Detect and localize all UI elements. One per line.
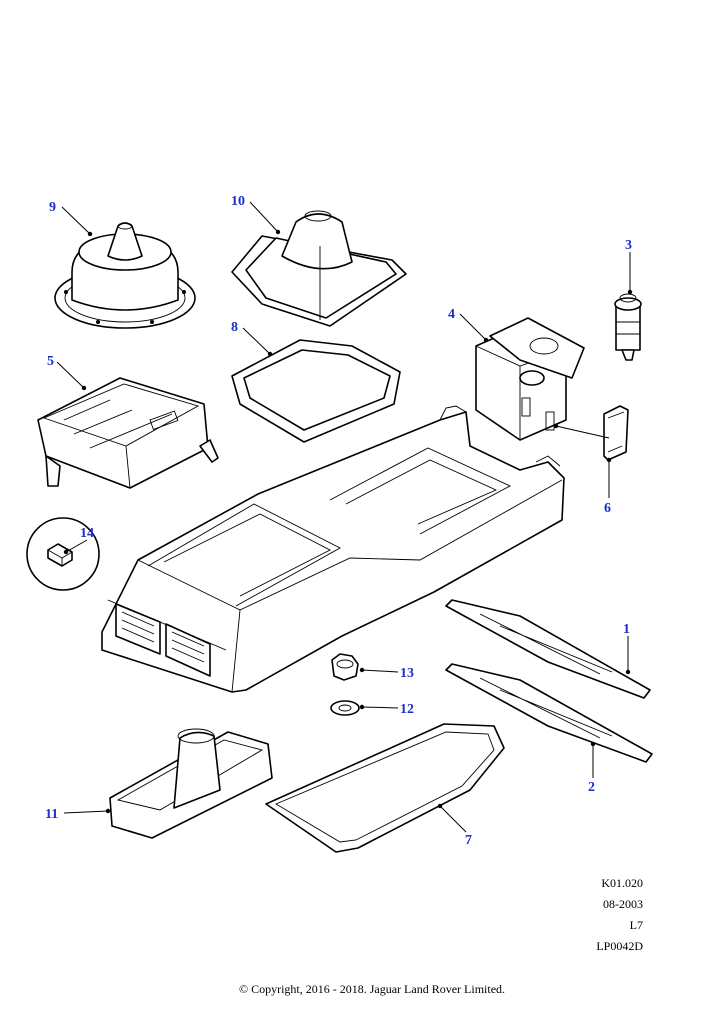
callout-14: 14	[80, 526, 94, 541]
callout-3: 3	[625, 238, 632, 253]
leader-lines	[56, 201, 633, 833]
part-9-gaiter	[54, 222, 196, 329]
ref-code: K01.020	[601, 876, 643, 890]
part-6-bracket	[603, 405, 629, 461]
part-10-shift-boot	[231, 210, 407, 327]
callouts: 9 10 3 4 8 5 6 14 1 13 12 2 11 7	[45, 194, 632, 848]
callout-1: 1	[623, 622, 630, 637]
part-2-trim-panel	[445, 663, 653, 763]
part-3-cigar-lighter	[614, 293, 642, 361]
part-5-indicator-panel	[37, 377, 219, 489]
callout-2: 2	[588, 780, 595, 795]
part-12-washer	[330, 700, 360, 716]
ref-illustration: LP0042D	[596, 939, 643, 953]
part-11-lever-surround	[109, 728, 273, 839]
part-8-seal	[231, 339, 401, 443]
part-1-trim-panel	[445, 599, 651, 699]
callout-9: 9	[49, 200, 56, 215]
ref-date: 08-2003	[603, 897, 643, 911]
part-4-storage-tray	[475, 317, 585, 441]
part-7-gasket	[265, 723, 505, 853]
callout-6: 6	[604, 501, 611, 516]
callout-5: 5	[47, 354, 54, 369]
callout-7: 7	[465, 833, 472, 848]
callout-12: 12	[400, 702, 414, 717]
centre-console	[101, 405, 565, 693]
callout-4: 4	[448, 307, 455, 322]
callout-11: 11	[45, 807, 58, 822]
copyright-notice: © Copyright, 2016 - 2018. Jaguar Land Ro…	[238, 982, 506, 996]
callout-10: 10	[231, 194, 245, 209]
ref-level: L7	[629, 918, 643, 932]
part-14-clip-detail	[26, 517, 100, 591]
part-13-nut	[331, 653, 359, 681]
callout-13: 13	[400, 666, 414, 681]
callout-8: 8	[231, 320, 238, 335]
